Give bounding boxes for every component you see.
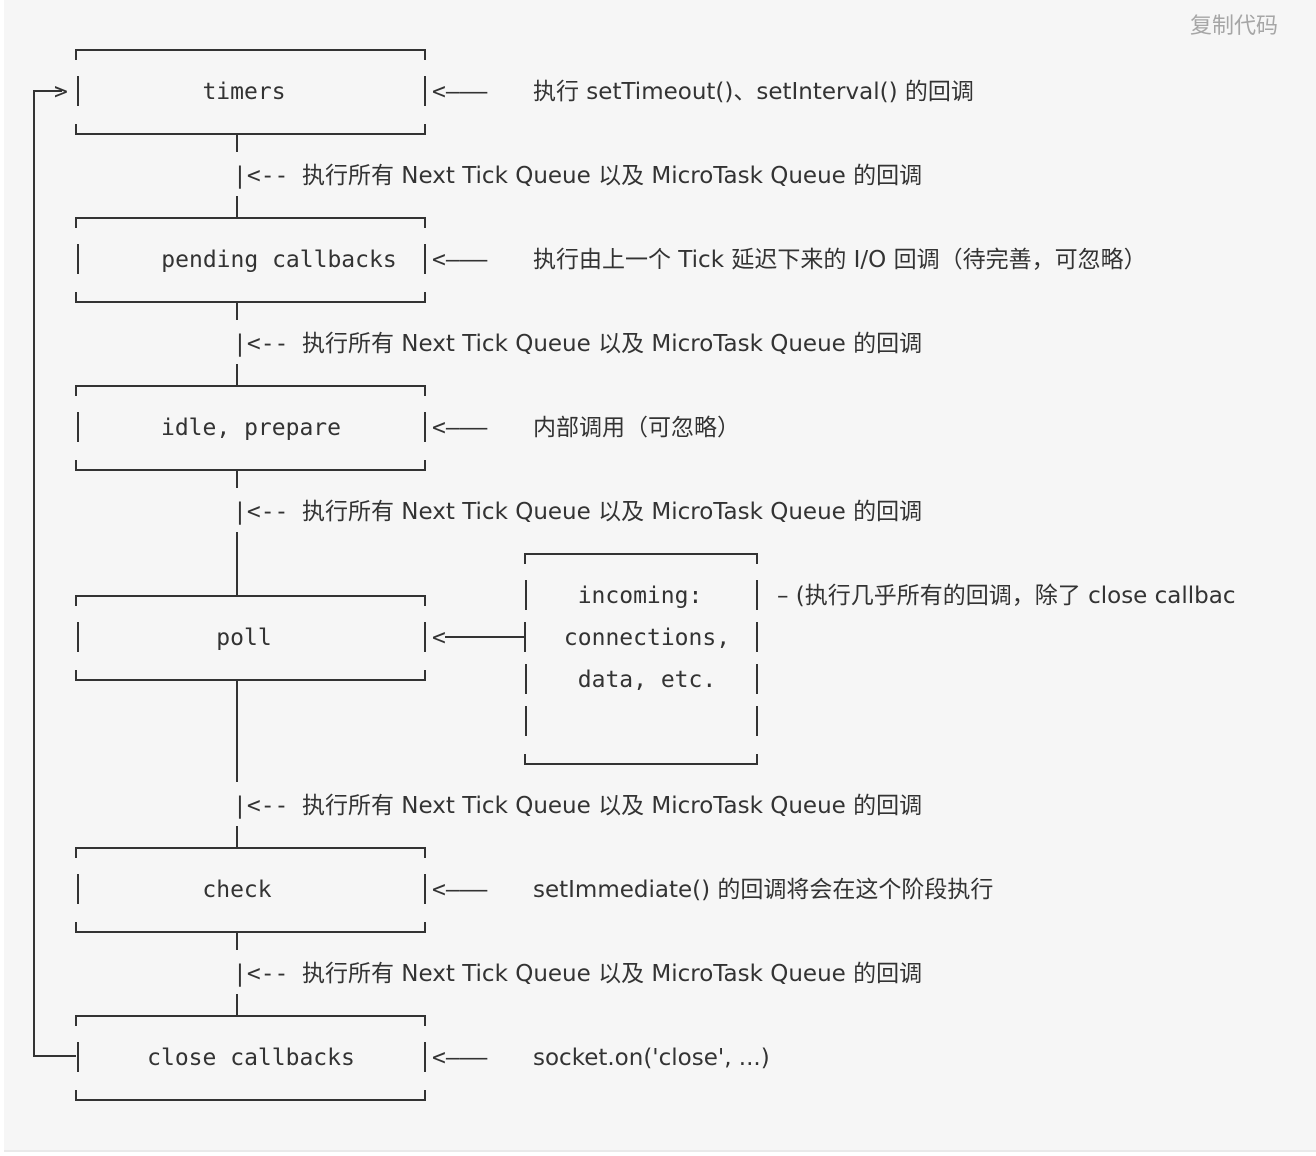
svg-text:<———: <——— — [432, 247, 488, 273]
svg-text:socket.on('close', ...): socket.on('close', ...) — [533, 1045, 770, 1071]
phase-box-close-callbacks: close callbacks — [75, 1015, 426, 1101]
phase-box-timers: timers — [75, 49, 426, 135]
svg-text:执行 setTimeout()、setInterval(): 执行 setTimeout()、setInterval() 的回调 — [533, 79, 974, 105]
poll-source-line: incoming: — [578, 583, 703, 609]
poll-input-arrow: < — [432, 622, 526, 652]
loop-arrow-head: > — [54, 79, 68, 105]
phase-note-check: <——— setImmediate() 的回调将会在这个阶段执行 — [432, 877, 993, 903]
svg-text:<———: <——— — [432, 415, 488, 441]
svg-text:|<--: |<-- — [233, 499, 288, 525]
phase-box-pending-callbacks: pending callbacks — [75, 217, 426, 303]
svg-text:内部调用（可忽略）: 内部调用（可忽略） — [533, 415, 740, 441]
poll-source-line: connections, — [564, 625, 730, 651]
svg-text:|<--: |<-- — [233, 163, 288, 189]
svg-text:<: < — [432, 625, 446, 651]
svg-text:<———: <——— — [432, 79, 488, 105]
phase-note-pending-callbacks: <——— 执行由上一个 Tick 延迟下来的 I/O 回调（待完善，可忽略） — [432, 247, 1147, 273]
microtask-note: |<-- 执行所有 Next Tick Queue 以及 MicroTask Q… — [233, 793, 922, 819]
phase-note-close-callbacks: <——— socket.on('close', ...) — [432, 1045, 770, 1071]
phase-name: timers — [202, 79, 285, 105]
svg-text:执行由上一个 Tick 延迟下来的 I/O 回调（待完善，可: 执行由上一个 Tick 延迟下来的 I/O 回调（待完善，可忽略） — [533, 247, 1147, 273]
phase-name: pending callbacks — [161, 247, 396, 273]
svg-text:<———: <——— — [432, 1045, 488, 1071]
phase-name: idle, prepare — [161, 415, 341, 441]
svg-text:|<--: |<-- — [233, 961, 288, 987]
svg-text:setImmediate() 的回调将会在这个阶段执行: setImmediate() 的回调将会在这个阶段执行 — [533, 877, 993, 903]
svg-text:|<--: |<-- — [233, 793, 288, 819]
phase-note-idle-prepare: <——— 内部调用（可忽略） — [432, 415, 740, 441]
phase-name: check — [202, 877, 271, 903]
svg-text:执行所有 Next Tick Queue 以及 MicroT: 执行所有 Next Tick Queue 以及 MicroTask Queue … — [302, 331, 922, 357]
code-block: > timers pending callbacks idle, prepare — [4, 0, 1316, 1150]
copy-code-button[interactable]: 复制代码 — [1189, 14, 1278, 39]
svg-text:执行所有 Next Tick Queue 以及 MicroT: 执行所有 Next Tick Queue 以及 MicroTask Queue … — [302, 793, 922, 819]
poll-source-box: incoming: connections, data, etc. — [524, 553, 758, 765]
microtask-note: |<-- 执行所有 Next Tick Queue 以及 MicroTask Q… — [233, 331, 922, 357]
phase-box-idle-prepare: idle, prepare — [75, 385, 426, 471]
phase-box-check: check — [75, 847, 426, 933]
loop-back-line — [33, 90, 76, 1057]
poll-source-line: data, etc. — [578, 667, 716, 693]
microtask-note: |<-- 执行所有 Next Tick Queue 以及 MicroTask Q… — [233, 163, 922, 189]
event-loop-diagram: > timers pending callbacks idle, prepare — [33, 49, 1236, 1101]
microtask-note: |<-- 执行所有 Next Tick Queue 以及 MicroTask Q… — [233, 961, 922, 987]
phase-box-poll: poll — [75, 595, 426, 681]
svg-text:执行所有 Next Tick Queue 以及 MicroT: 执行所有 Next Tick Queue 以及 MicroTask Queue … — [302, 961, 922, 987]
svg-text:执行所有 Next Tick Queue 以及 MicroT: 执行所有 Next Tick Queue 以及 MicroTask Queue … — [302, 163, 922, 189]
phase-name: poll — [216, 625, 271, 651]
svg-text:<———: <——— — [432, 877, 488, 903]
phase-name: close callbacks — [147, 1045, 355, 1071]
divider — [4, 1150, 1316, 1152]
poll-source-note: – (执行几乎所有的回调，除了 close callbac — [777, 583, 1236, 609]
phase-note-timers: <——— 执行 setTimeout()、setInterval() 的回调 — [432, 79, 974, 105]
svg-text:|<--: |<-- — [233, 331, 288, 357]
microtask-note: |<-- 执行所有 Next Tick Queue 以及 MicroTask Q… — [233, 499, 922, 525]
svg-text:执行所有 Next Tick Queue 以及 MicroT: 执行所有 Next Tick Queue 以及 MicroTask Queue … — [302, 499, 922, 525]
